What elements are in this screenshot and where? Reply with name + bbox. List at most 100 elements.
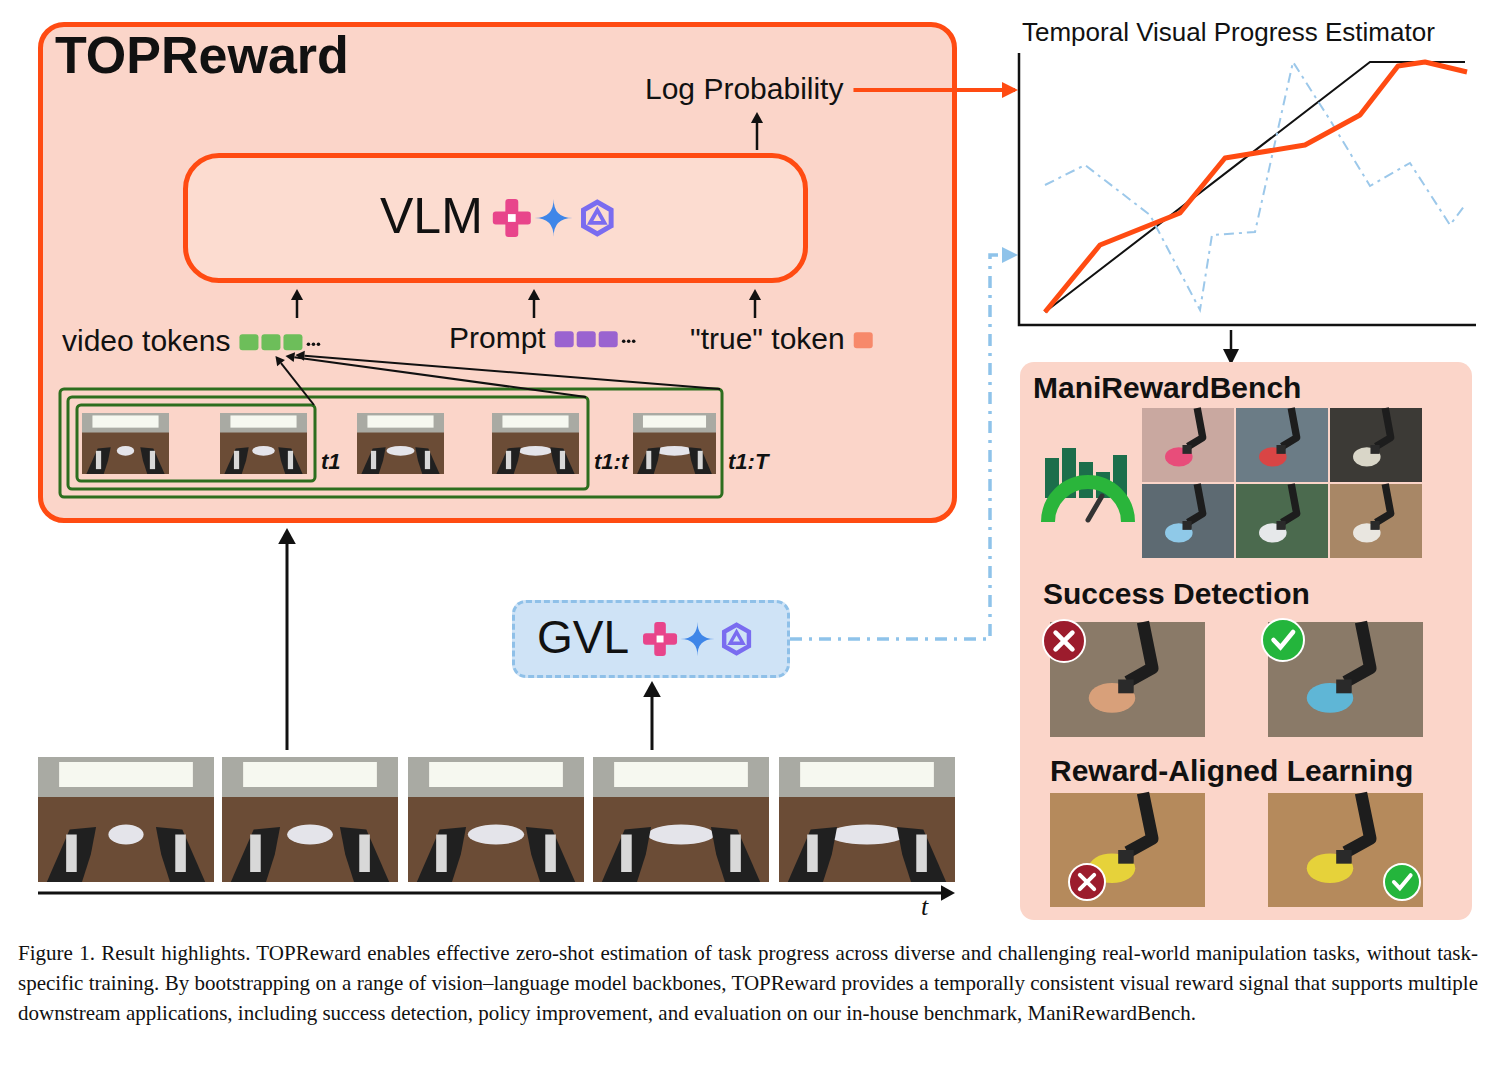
ideal-progress-line: [1045, 62, 1465, 312]
connector: [957, 88, 1015, 92]
chart-axes: [1019, 53, 1476, 325]
photo-background: [1330, 484, 1422, 558]
photo-robot-arm: [1346, 622, 1371, 682]
arrow-head: [528, 289, 540, 300]
token-square: [239, 334, 258, 350]
arrow-line: [296, 300, 299, 318]
node-title: VLM: [380, 188, 483, 246]
output-label: Log Probability: [645, 72, 843, 107]
photo-gripper: [1276, 521, 1285, 530]
photo-cloth: [108, 825, 143, 845]
photo-robot-arm: [1188, 484, 1203, 522]
photo-ceiling: [222, 757, 398, 797]
token-ellipsis: [317, 342, 321, 346]
model-logo: [643, 633, 677, 645]
photo-table: [408, 757, 584, 882]
photo-robot-arm: [1282, 408, 1297, 446]
photo-ceiling: [633, 413, 716, 433]
arrow-head: [751, 112, 763, 123]
photo-robot-arm: [711, 827, 760, 882]
photo-light: [367, 415, 433, 427]
photo-robot-link: [234, 451, 239, 469]
photo-robot-link: [646, 451, 651, 469]
photo-robot-link: [371, 451, 376, 469]
photo-robot-arm: [496, 447, 520, 474]
frame-range-bracket: [68, 397, 588, 489]
photo-table: [222, 757, 398, 882]
photo-table: [357, 413, 444, 474]
photo-gripper: [1370, 445, 1379, 454]
arrow-line: [754, 300, 757, 318]
node-drawing: [1019, 53, 1476, 325]
arrow-line: [533, 300, 536, 318]
failure-cross: [1056, 633, 1073, 650]
node-title: Temporal Visual Progress Estimator: [1022, 18, 1435, 48]
photo-robot-arm: [550, 447, 574, 474]
token-ellipsis: [307, 342, 311, 346]
token-label: "true" token: [690, 322, 845, 357]
arrow-head: [643, 681, 661, 697]
benchmark-icon: [1048, 482, 1128, 522]
photo-ceiling: [357, 413, 444, 433]
photo-robot-arm: [1128, 793, 1153, 852]
token-label: Prompt: [449, 321, 546, 356]
token-square: [261, 334, 280, 350]
photo-ceiling: [38, 757, 214, 797]
photo-gripper: [1336, 680, 1352, 694]
photo-gripper: [1336, 850, 1352, 864]
model-logo: [590, 210, 604, 223]
photo-ceiling: [408, 757, 584, 797]
model-box: VLM: [183, 153, 808, 283]
model-logo: [657, 636, 664, 643]
node-title: ManiRewardBench: [1033, 371, 1301, 406]
photo-light: [614, 762, 748, 787]
success-check: [1384, 864, 1420, 900]
node-drawing: [1043, 408, 1423, 907]
photo-cloth: [519, 446, 552, 456]
token-ellipsis: [632, 339, 636, 343]
photo-table: [593, 757, 769, 882]
photo-robot-arm: [637, 447, 660, 474]
model-logo: [493, 212, 531, 225]
photo-robot-arm: [231, 827, 280, 882]
photo-background: [1142, 408, 1234, 482]
token-label: video tokens: [62, 324, 230, 359]
photo-cloth: [387, 446, 415, 456]
frame-range-label: t1:t: [594, 449, 628, 474]
photo-gripper: [1182, 521, 1191, 530]
photo-robot-link: [730, 835, 741, 873]
model-logo: [724, 625, 749, 654]
failure-cross: [1069, 864, 1105, 900]
frame-range-bracket: [60, 389, 722, 497]
node-drawing: [643, 622, 749, 656]
connector: [1230, 330, 1233, 362]
benchmark-icon: [1088, 496, 1102, 520]
failure-cross: [1043, 620, 1085, 662]
node-title: GVL: [537, 611, 629, 664]
photo-robot-link: [560, 451, 565, 469]
photo-table: [492, 413, 579, 474]
arrow-head: [275, 356, 284, 366]
photo-ceiling: [220, 413, 307, 433]
photo-robot-arm: [1128, 622, 1153, 682]
model-logo: [535, 199, 573, 237]
photo-robot-link: [916, 835, 927, 873]
arrow-head: [291, 289, 303, 300]
photo-light: [92, 415, 158, 427]
photo-table: [220, 413, 307, 474]
photo-robot-arm: [526, 827, 575, 882]
arrow-line: [281, 363, 314, 405]
photo-robot-arm: [278, 447, 302, 474]
figure-caption: Figure 1. Result highlights. TOPReward e…: [18, 938, 1478, 1028]
token-square: [854, 332, 873, 348]
arrow-line: [651, 697, 654, 750]
photo-ceiling: [593, 757, 769, 797]
photo-robot-link: [621, 835, 632, 873]
success-check: [1394, 875, 1411, 888]
photo-robot-link: [66, 835, 77, 873]
arrow-head: [278, 528, 296, 544]
photo-table: [82, 413, 169, 474]
node-drawing: [493, 199, 611, 237]
photo-cloth: [117, 446, 134, 456]
photo-robot-arm: [1282, 484, 1297, 522]
